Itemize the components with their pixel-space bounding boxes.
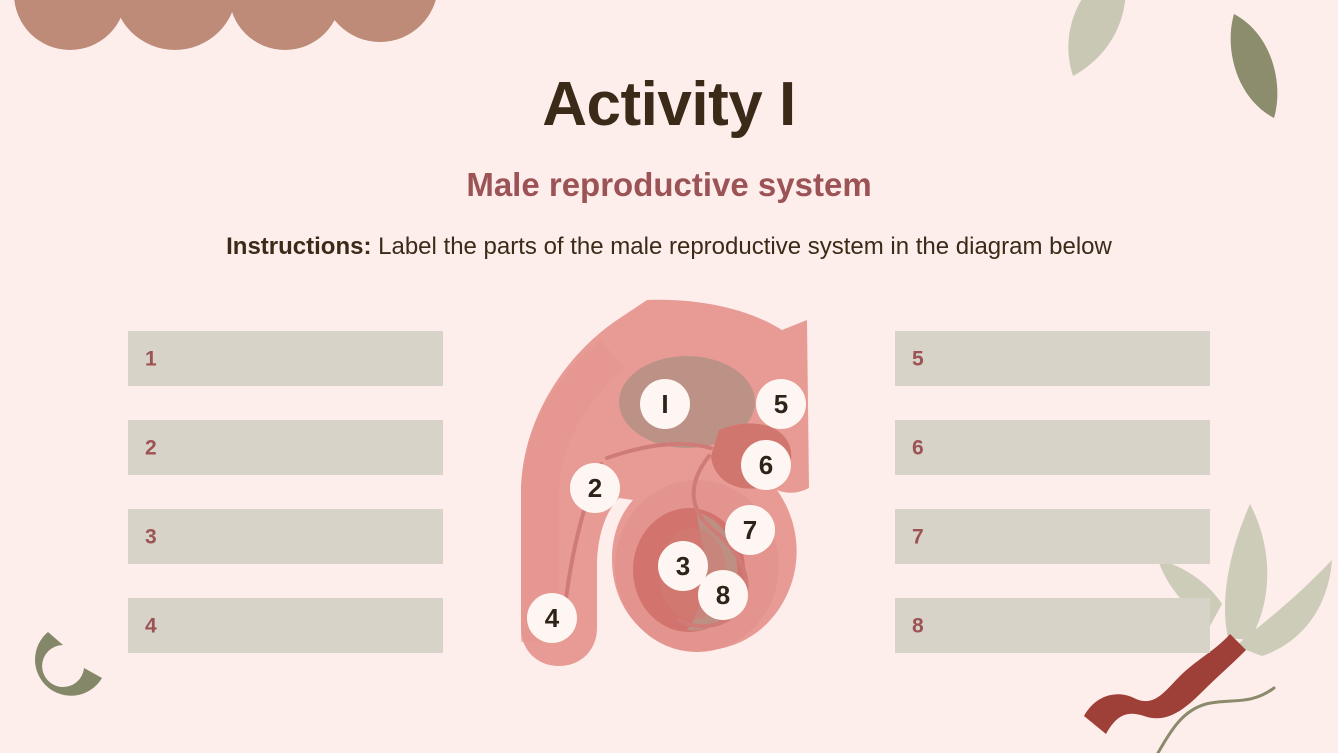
answer-box-number: 8 <box>912 614 924 637</box>
answer-box-number: 4 <box>145 614 157 637</box>
vas-deferens-upper <box>605 441 713 460</box>
answer-box-4[interactable]: 4 <box>128 598 443 653</box>
marker-label: 3 <box>676 551 690 581</box>
answer-box-7[interactable]: 7 <box>895 509 1210 564</box>
marker-label: 5 <box>774 389 788 419</box>
scallop-cloud-shape <box>14 0 436 50</box>
thin-squiggle-line <box>1156 686 1276 753</box>
marker-8[interactable]: 8 <box>698 570 748 620</box>
plant-leaf-center <box>1224 504 1268 640</box>
answer-box-number: 6 <box>912 436 924 459</box>
instructions-body: Label the parts of the male reproductive… <box>371 233 1112 260</box>
leaf-shape-light <box>1068 0 1126 76</box>
marker-5[interactable]: 5 <box>756 379 806 429</box>
marker-label: 2 <box>588 473 602 503</box>
marker-3[interactable]: 3 <box>658 541 708 591</box>
marker-label: 4 <box>545 603 560 633</box>
instructions-label: Instructions: <box>226 233 372 260</box>
marker-4[interactable]: 4 <box>527 593 577 643</box>
instructions-text: Instructions: Label the parts of the mal… <box>0 233 1338 262</box>
answer-box-number: 5 <box>912 347 924 370</box>
marker-label: 8 <box>716 580 730 610</box>
male-reproductive-system-diagram: I 2 3 4 5 6 7 <box>497 298 857 680</box>
marker-2[interactable]: 2 <box>570 463 620 513</box>
page-title: Activity I <box>542 70 796 139</box>
vas-deferens-loop <box>677 454 749 629</box>
marker-7[interactable]: 7 <box>725 505 775 555</box>
marker-6[interactable]: 6 <box>741 440 791 490</box>
penis-shaft-shading <box>521 340 625 642</box>
answer-box-1[interactable]: 1 <box>128 331 443 386</box>
answer-box-number: 3 <box>145 525 157 548</box>
marker-label: I <box>661 389 668 419</box>
crescent-arc-shape <box>35 632 102 696</box>
answer-box-number: 1 <box>145 347 157 370</box>
answer-box-number: 7 <box>912 525 924 548</box>
plant-leaf-right <box>1236 560 1332 656</box>
marker-label: 7 <box>743 515 757 545</box>
marker-label: 6 <box>759 450 773 480</box>
answer-box-2[interactable]: 2 <box>128 420 443 475</box>
answer-box-3[interactable]: 3 <box>128 509 443 564</box>
answer-box-8[interactable]: 8 <box>895 598 1210 653</box>
page-subtitle: Male reproductive system <box>466 166 872 203</box>
marker-1[interactable]: I <box>640 379 690 429</box>
answer-box-number: 2 <box>145 436 157 459</box>
answer-box-6[interactable]: 6 <box>895 420 1210 475</box>
answer-box-5[interactable]: 5 <box>895 331 1210 386</box>
